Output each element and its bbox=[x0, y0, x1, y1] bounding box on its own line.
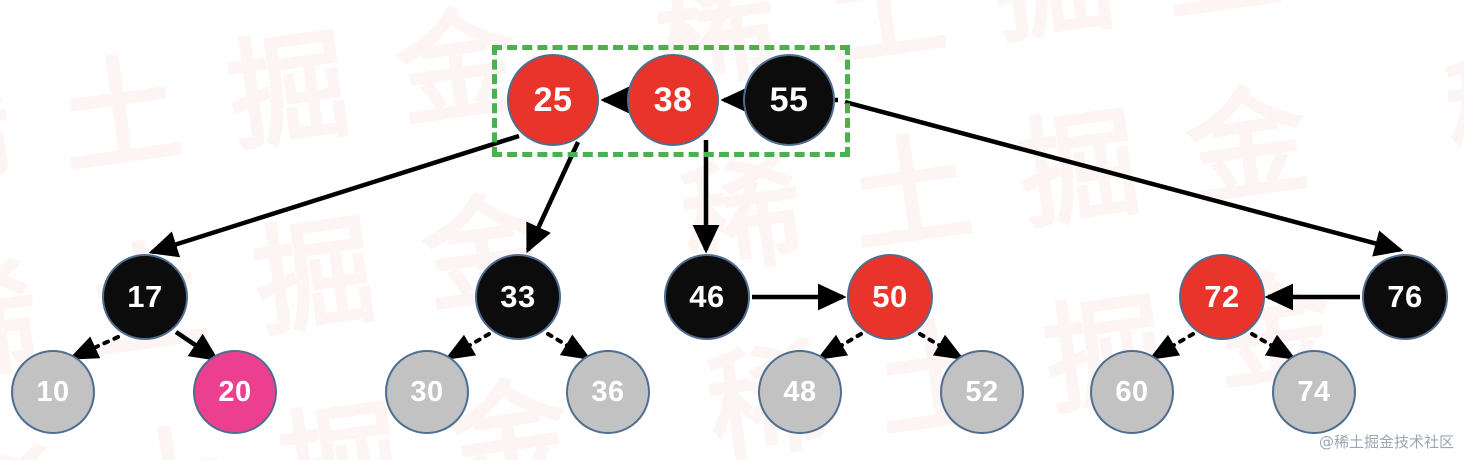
tree-node-20[interactable]: 20 bbox=[193, 350, 277, 434]
tree-node-label: 17 bbox=[127, 279, 163, 314]
edge-n72-to-n60 bbox=[1148, 332, 1195, 361]
edge-n33-to-n30 bbox=[444, 332, 491, 361]
tree-node-17[interactable]: 17 bbox=[102, 254, 188, 340]
edges-group bbox=[68, 86, 1404, 362]
tree-node-52[interactable]: 52 bbox=[940, 350, 1024, 434]
tree-node-76[interactable]: 76 bbox=[1362, 254, 1448, 340]
tree-node-label: 52 bbox=[965, 375, 999, 408]
tree-node-60[interactable]: 60 bbox=[1090, 350, 1174, 434]
tree-node-label: 33 bbox=[500, 279, 536, 314]
tree-node-label: 74 bbox=[1297, 375, 1331, 408]
tree-node-label: 38 bbox=[653, 80, 693, 119]
tree-node-55[interactable]: 55 bbox=[743, 54, 835, 146]
tree-node-label: 72 bbox=[1204, 279, 1240, 314]
edge-n50-to-n48 bbox=[816, 332, 863, 361]
edge-n17-to-n20 bbox=[174, 330, 219, 362]
tree-node-72[interactable]: 72 bbox=[1179, 254, 1265, 340]
tree-node-label: 10 bbox=[36, 375, 70, 408]
tree-node-label: 20 bbox=[218, 375, 252, 408]
tree-node-30[interactable]: 30 bbox=[385, 350, 469, 434]
tree-node-label: 60 bbox=[1115, 375, 1149, 408]
edge-n72-to-n74 bbox=[1250, 332, 1297, 361]
tree-node-label: 48 bbox=[783, 375, 817, 408]
edge-n50-to-n52 bbox=[918, 332, 965, 361]
tree-node-label: 46 bbox=[689, 279, 725, 314]
tree-node-10[interactable]: 10 bbox=[11, 350, 95, 434]
edge-n55-to-n76 bbox=[844, 99, 1404, 257]
tree-node-label: 30 bbox=[410, 375, 444, 408]
tree-node-label: 25 bbox=[533, 80, 573, 119]
tree-node-label: 55 bbox=[769, 80, 809, 119]
tree-node-46[interactable]: 46 bbox=[664, 254, 750, 340]
edge-n33-to-n36 bbox=[546, 332, 592, 361]
tree-node-36[interactable]: 36 bbox=[566, 350, 650, 434]
edge-n25-to-n17 bbox=[148, 133, 520, 258]
tree-node-50[interactable]: 50 bbox=[847, 254, 933, 340]
tree-node-38[interactable]: 38 bbox=[627, 54, 719, 146]
tree-node-33[interactable]: 33 bbox=[475, 254, 561, 340]
edge-n25-to-n33 bbox=[525, 141, 581, 254]
root-group-highlight-box bbox=[492, 45, 850, 157]
tree-node-74[interactable]: 74 bbox=[1272, 350, 1356, 434]
tree-node-25[interactable]: 25 bbox=[507, 54, 599, 146]
tree-node-label: 76 bbox=[1387, 279, 1423, 314]
edge-n17-to-n10 bbox=[68, 335, 120, 360]
tree-node-48[interactable]: 48 bbox=[758, 350, 842, 434]
tree-node-label: 50 bbox=[872, 279, 908, 314]
site-watermark: @稀土掘金技术社区 bbox=[1318, 433, 1454, 451]
tree-node-label: 36 bbox=[591, 375, 625, 408]
